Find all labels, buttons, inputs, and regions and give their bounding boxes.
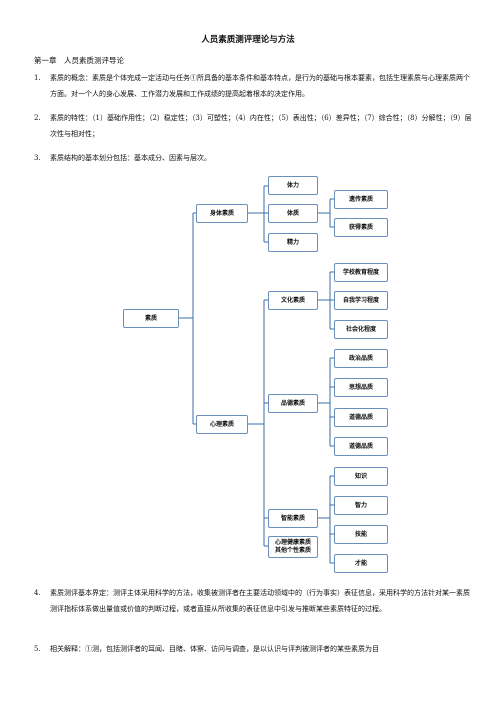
- tree-node-yichuan: 遗传素质: [334, 190, 388, 209]
- tree-node-body: 身体素质: [196, 204, 248, 223]
- tree-node-zhengzhi: 政治品质: [334, 349, 388, 368]
- list-item-text: 素质结构的基本划分包括：基本成分、因素与层次。: [50, 154, 211, 162]
- tree-node-caineng: 才能: [334, 554, 388, 573]
- list-item-number: 4.: [34, 589, 41, 597]
- list-item: 2. 素质的特性：（1）基础作用性；（2）稳定性；（3）可塑性；（4）内在性；（…: [34, 110, 474, 142]
- list-item-text: 素质的概念：素质是个体完成一定活动与任务①所具备的基本条件和基本特点，是行为的基…: [50, 74, 470, 98]
- list-item: 5. 相关解释：①测，包括测评者的耳闻、目睹、体察、访问与调查，是以认识与评判被…: [34, 641, 474, 657]
- tree-node-tili: 体力: [268, 176, 318, 195]
- tree-node-tizhi: 体质: [268, 204, 318, 223]
- tree-node-shehui: 社会化程度: [334, 320, 388, 339]
- tree-node-wenhua: 文化素质: [268, 291, 318, 310]
- chapter-heading: 第一章 人员素质测评导论: [34, 56, 124, 65]
- tree-node-huode: 获得素质: [334, 218, 388, 237]
- list-item-number: 5.: [34, 645, 41, 653]
- tree-node-jineng: 技能: [334, 525, 388, 544]
- tree-node-zhili: 智力: [334, 496, 388, 515]
- list-item-number: 3.: [34, 154, 41, 162]
- tree-node-health: 心理健康素质 其他个性素质: [268, 536, 318, 558]
- tree-node-mind: 心理素质: [196, 415, 248, 434]
- tree-node-root: 素质: [123, 309, 179, 328]
- tree-node-xuexiao: 学校教育程度: [334, 263, 388, 282]
- list-item-text: 素质测评基本界定：测评主体采用科学的方法，收集被测评者在主要活动领域中的（行为事…: [50, 589, 470, 613]
- tree-node-pinde: 品德素质: [268, 394, 318, 413]
- tree-node-zhishi: 知识: [334, 467, 388, 486]
- tree-node-zhineng: 智能素质: [268, 509, 318, 528]
- list-item-text: 相关解释：①测，包括测评者的耳闻、目睹、体察、访问与调查，是以认识与评判被测评者…: [50, 645, 379, 653]
- list-item: 4. 素质测评基本界定：测评主体采用科学的方法，收集被测评者在主要活动领域中的（…: [34, 585, 474, 617]
- list-item: 1. 素质的概念：素质是个体完成一定活动与任务①所具备的基本条件和基本特点，是行…: [34, 70, 474, 102]
- tree-node-jingli: 精力: [268, 233, 318, 252]
- list-item-text: 素质的特性：（1）基础作用性；（2）稳定性；（3）可塑性；（4）内在性；（5）表…: [50, 114, 472, 138]
- list-item-number: 2.: [34, 114, 41, 122]
- list-item-number: 1.: [34, 74, 41, 82]
- tree-node-sixiang: 思想品质: [334, 378, 388, 397]
- tree-node-daode-2: 道德品质: [334, 437, 388, 456]
- tree-node-ziwo: 自我学习程度: [334, 291, 388, 310]
- list-item: 3. 素质结构的基本划分包括：基本成分、因素与层次。: [34, 150, 474, 166]
- tree-node-daode-1: 道德品质: [334, 408, 388, 427]
- document-title: 人员素质测评理论与方法: [201, 35, 295, 45]
